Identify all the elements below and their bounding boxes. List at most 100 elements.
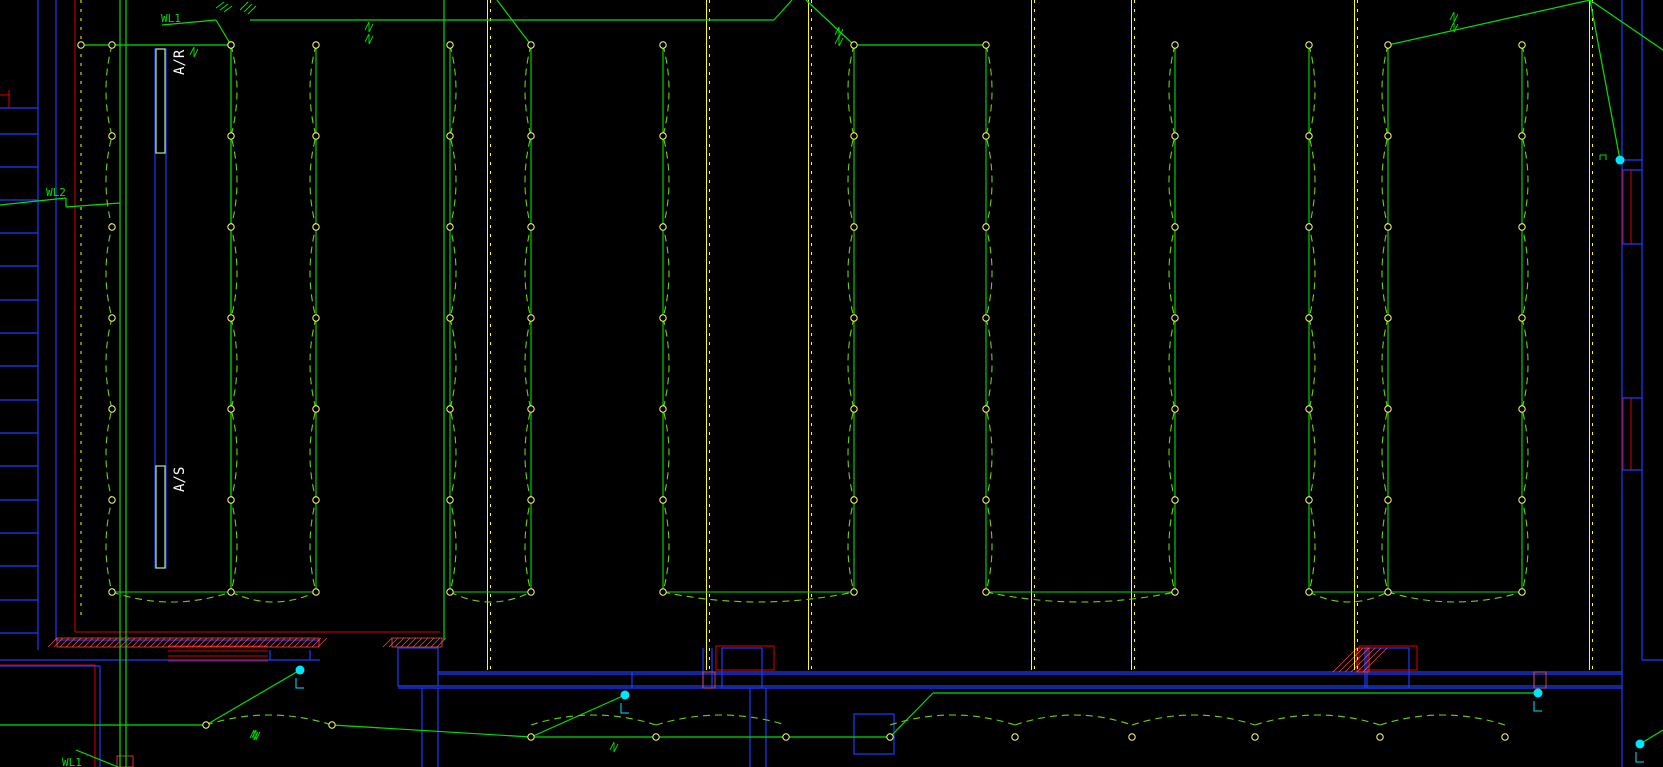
- hatch-stroke: [388, 637, 399, 648]
- ceiling-light-icon: [1384, 223, 1392, 231]
- circuit-tick: [1449, 11, 1459, 23]
- circuit-label-left: WL2: [46, 186, 66, 199]
- ceiling-light-icon: [527, 733, 535, 741]
- hatch-stroke: [119, 637, 130, 648]
- circuit-tick: [364, 21, 374, 33]
- hatch-box: [56, 637, 320, 648]
- feeder-wire: [496, 0, 532, 46]
- ceiling-light-icon: [1384, 314, 1392, 322]
- cyan-dot-sensor-icon: [1615, 155, 1625, 165]
- ceiling-light-icon: [1518, 132, 1526, 140]
- hatch-stroke: [430, 637, 441, 648]
- hatch-stroke: [394, 637, 405, 648]
- ceiling-light-icon: [527, 314, 535, 322]
- ceiling-light-icon: [1171, 41, 1179, 49]
- ceiling-light-icon: [312, 588, 320, 596]
- hatch-stroke: [83, 637, 94, 648]
- hatch-stroke: [71, 637, 82, 648]
- hatch-stroke: [113, 637, 124, 648]
- dashed-switch-leg: [1131, 714, 1256, 726]
- top-symbols: [215, 1, 1607, 160]
- hatch-stroke: [59, 637, 70, 648]
- hatch-stroke: [418, 637, 429, 648]
- air-return-label: A/R: [172, 49, 188, 75]
- hatch-stroke: [221, 637, 232, 648]
- ceiling-light-icon: [1384, 41, 1392, 49]
- ceiling-light-icon: [1128, 733, 1136, 741]
- hatch-stroke: [317, 637, 328, 648]
- hatch-strokes: [47, 637, 1388, 673]
- dashed-switch-leg: [1387, 591, 1523, 603]
- ceiling-light-icon: [982, 132, 990, 140]
- ceiling-light-icon: [1501, 733, 1509, 741]
- hatch-stroke: [185, 637, 196, 648]
- air-diffusers: A/R A/S: [155, 48, 188, 569]
- ceiling-light-icon: [1518, 588, 1526, 596]
- ceiling-light-icon: [446, 314, 454, 322]
- feeder-wire: [205, 669, 301, 726]
- dashed-switch-leg: [205, 714, 333, 726]
- dashed-switch-leg: [662, 591, 855, 603]
- dashed-switch-leg: [230, 591, 317, 603]
- ceiling-light-icon: [108, 588, 116, 596]
- ceiling-light-icon: [1171, 132, 1179, 140]
- ceiling-light-icon: [850, 405, 858, 413]
- hatch-stroke: [77, 637, 88, 648]
- ceiling-light-icon: [312, 496, 320, 504]
- cyan-dot-sensor-icon: [1635, 739, 1645, 749]
- dashed-switch-leg: [1308, 591, 1389, 603]
- ceiling-light-icon: [312, 41, 320, 49]
- ceiling-light-icon: [1518, 223, 1526, 231]
- hatch-stroke: [233, 637, 244, 648]
- ceiling-light-icon: [659, 41, 667, 49]
- hatch-stroke: [215, 637, 226, 648]
- ceiling-light-icon: [446, 132, 454, 140]
- ceiling-light-icon: [850, 588, 858, 596]
- ceiling-light-icon: [77, 41, 85, 49]
- ceiling-light-icon: [1305, 588, 1313, 596]
- hatch-box: [391, 637, 443, 648]
- ceiling-light-icon: [1376, 733, 1384, 741]
- hatch-stroke: [406, 637, 417, 648]
- sensor-bracket-icon: [1635, 752, 1644, 763]
- hatch-stroke: [275, 637, 286, 648]
- ceiling-light-icon: [659, 405, 667, 413]
- circuit-tick: [364, 33, 374, 45]
- ceiling-light-icon: [527, 405, 535, 413]
- ceiling-light-icon: [1518, 41, 1526, 49]
- ceiling-light-icon: [108, 405, 116, 413]
- cyan-dot-sensor-icon: [295, 665, 305, 675]
- wall-line: [721, 647, 763, 689]
- ceiling-light-icon: [659, 223, 667, 231]
- circuit-labels: WL1 WL2 WL1: [46, 12, 181, 767]
- dashed-switch-leg: [889, 714, 1016, 726]
- hatch-stroke: [161, 637, 172, 648]
- hatch-box: [702, 671, 716, 689]
- ceiling-light-icon: [1171, 314, 1179, 322]
- ceiling-light-icon: [982, 223, 990, 231]
- circuit-tick: [609, 741, 619, 753]
- ceiling-light-icon: [982, 405, 990, 413]
- ceiling-light-icon: [446, 405, 454, 413]
- hatch-stroke: [197, 637, 208, 648]
- ceiling-light-icon: [227, 223, 235, 231]
- ceiling-light-icon: [659, 132, 667, 140]
- ceiling-light-icon: [108, 132, 116, 140]
- ceiling-light-icon: [446, 223, 454, 231]
- sensor-bracket-icon: [1533, 701, 1542, 712]
- hatch-stroke: [245, 637, 256, 648]
- hatch-stroke: [382, 637, 393, 648]
- hatch-stroke: [89, 637, 100, 648]
- hatch-stroke: [293, 637, 304, 648]
- ceiling-light-icon: [527, 41, 535, 49]
- ceiling-light-icon: [108, 41, 116, 49]
- ceiling-light-icon: [227, 405, 235, 413]
- hatch-stroke: [143, 637, 154, 648]
- ceiling-light-icon: [1251, 733, 1259, 741]
- yellow-vertical-lines: [80, 0, 1593, 670]
- ceiling-light-icon: [108, 223, 116, 231]
- ceiling-light-icon: [652, 733, 660, 741]
- ceiling-light-icon: [659, 588, 667, 596]
